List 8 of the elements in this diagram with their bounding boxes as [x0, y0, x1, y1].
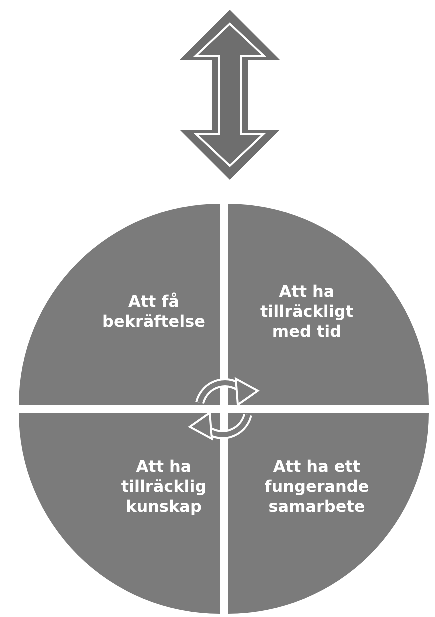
pie-segment [19, 413, 220, 614]
segment-label: Att ha ett fungerande samarbete [264, 457, 370, 517]
pie-segment [19, 204, 220, 405]
segment-label: Att ha tillräckligt med tid [260, 282, 354, 342]
segment-label: Att ha tillräcklig kunskap [120, 457, 208, 517]
segment-label: Att få bekräftelse [102, 292, 206, 332]
pie-segment [228, 204, 429, 405]
pie-segment [228, 413, 429, 614]
